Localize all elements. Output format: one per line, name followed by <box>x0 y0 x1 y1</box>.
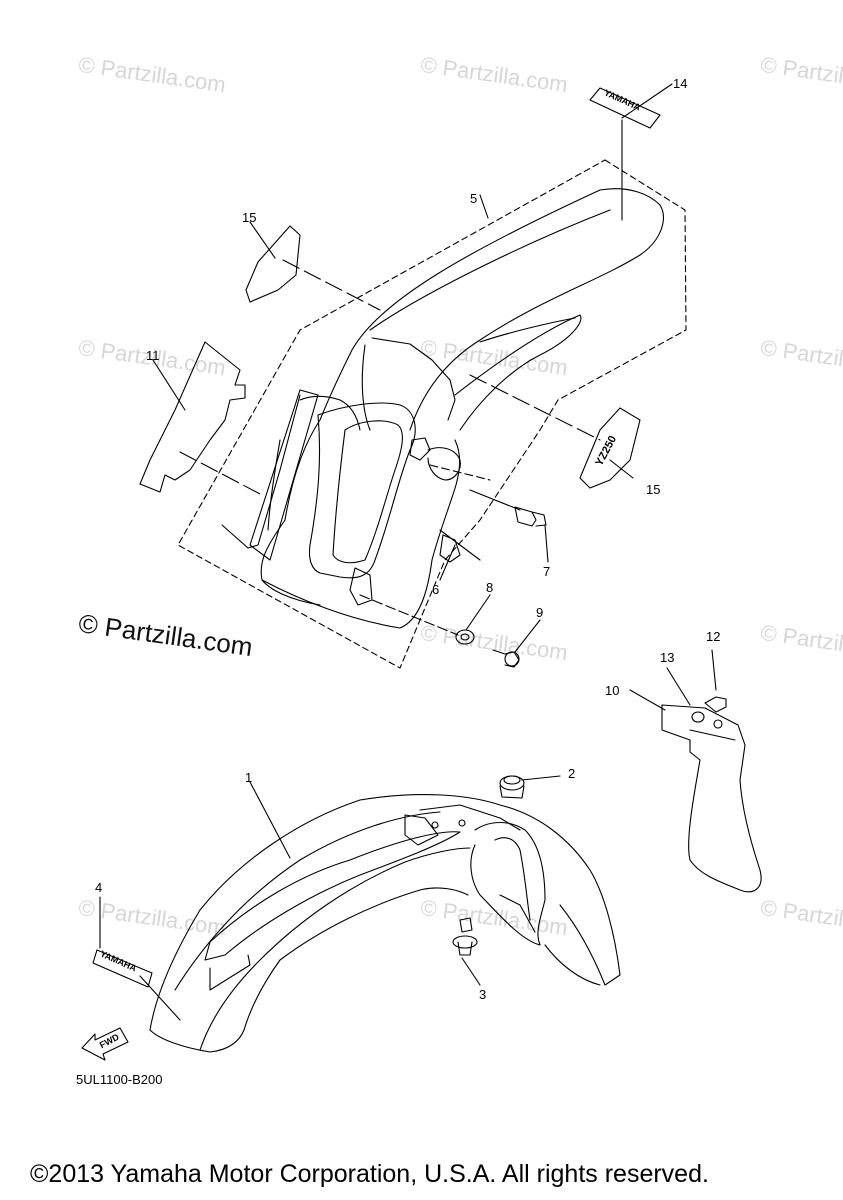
decal-11 <box>139 341 246 493</box>
callout-6: 6 <box>432 582 440 597</box>
fastener-8 <box>455 629 475 645</box>
callout-8: 8 <box>486 580 494 595</box>
copyright-text: ©2013 Yamaha Motor Corporation, U.S.A. A… <box>30 1160 709 1188</box>
decal-15-left <box>245 225 301 303</box>
fastener-6 <box>439 534 461 563</box>
rear-fender <box>260 188 664 629</box>
fastener-7 <box>514 506 547 527</box>
callout-15-left: 15 <box>242 210 257 225</box>
callout-7: 7 <box>543 564 551 579</box>
decal-4 <box>92 949 153 988</box>
decal-15-right <box>579 407 641 489</box>
callout-14: 14 <box>673 76 688 91</box>
callout-2: 2 <box>568 766 576 781</box>
callout-1: 1 <box>245 770 253 785</box>
callout-5: 5 <box>470 191 478 206</box>
callout-15-right: 15 <box>646 482 661 497</box>
callout-10: 10 <box>605 683 620 698</box>
front-fender <box>149 775 621 1053</box>
callout-3: 3 <box>479 987 487 1002</box>
callout-4: 4 <box>95 880 103 895</box>
callout-12: 12 <box>706 629 721 644</box>
fastener-12 <box>704 696 727 713</box>
callout-9: 9 <box>536 605 544 620</box>
callout-11: 11 <box>146 348 160 363</box>
callout-13: 13 <box>660 650 675 665</box>
side-cover-left <box>221 389 319 561</box>
rear-fender-group-outline <box>177 159 687 669</box>
diagram-code: 5UL1100-B200 <box>76 1072 163 1087</box>
fastener-9 <box>492 649 520 668</box>
leader-lines <box>99 83 717 1021</box>
mud-flap <box>661 704 762 893</box>
fwd-arrow-icon <box>81 1027 129 1061</box>
decal-14 <box>589 87 661 129</box>
